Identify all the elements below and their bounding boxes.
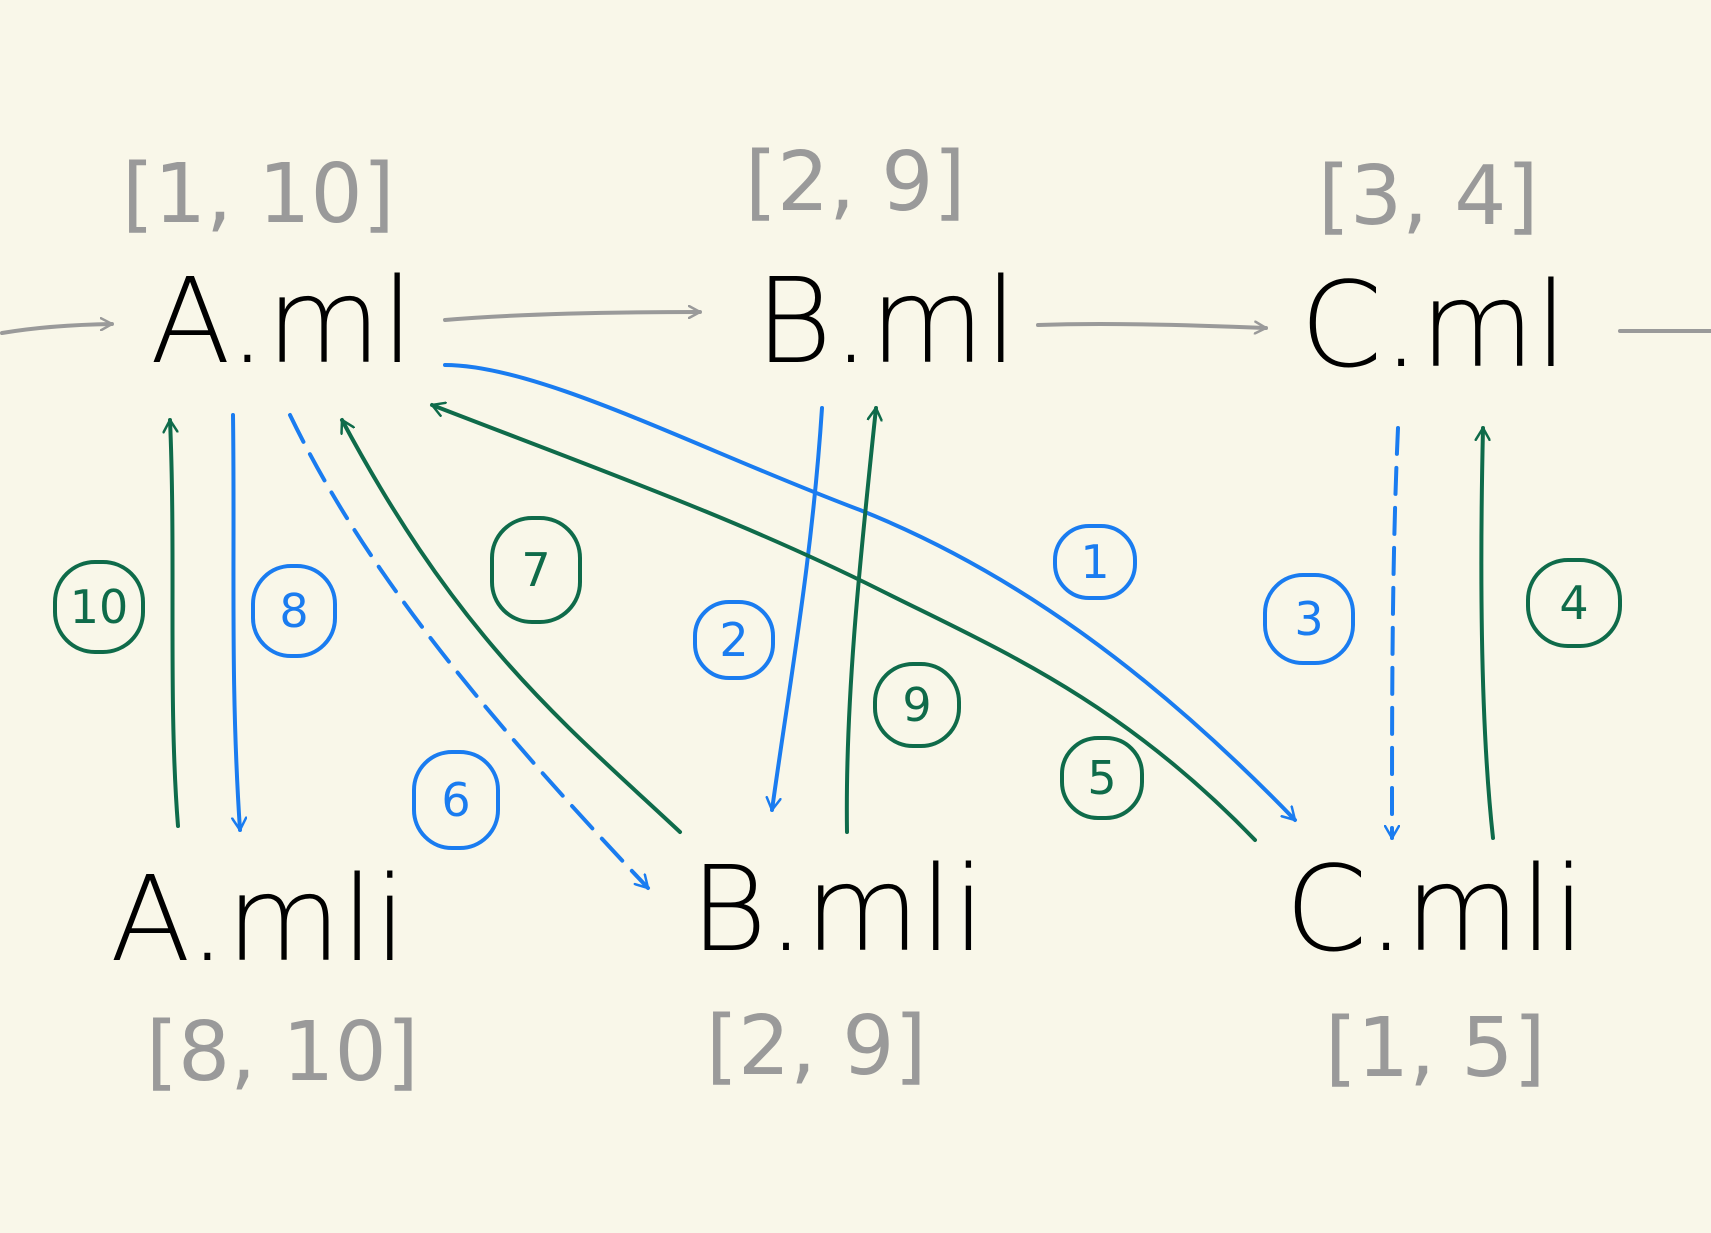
step-arrow-6 [288, 413, 650, 890]
step-bubble-2: 2 [693, 600, 775, 680]
range-b-mli: [2, 9] [706, 999, 926, 1094]
range-labels: [1, 10] [2, 9] [3, 4] [8, 10] [2, 9] [1,… [122, 135, 1545, 1100]
svg-text:9: 9 [902, 678, 931, 732]
nodes: A.ml B.ml C.ml A.mli B.mli C.mli [110, 252, 1585, 988]
step-arrows [170, 363, 1495, 890]
node-c-mli: C.mli [1285, 840, 1585, 978]
step-arrow-4 [1481, 426, 1495, 840]
chain-arrow-in [0, 324, 114, 335]
svg-text:3: 3 [1294, 592, 1323, 646]
chain-arrows [0, 312, 1711, 335]
node-a-ml: A.ml [150, 252, 414, 390]
node-c-ml: C.ml [1300, 256, 1568, 394]
range-a-mli: [8, 10] [146, 1005, 419, 1100]
range-c-ml: [3, 4] [1318, 149, 1538, 244]
step-arrow-10 [170, 418, 180, 828]
svg-text:1: 1 [1080, 535, 1109, 589]
step-bubble-6: 6 [412, 750, 500, 850]
step-arrow-5 [430, 405, 1257, 842]
step-arrow-9 [844, 406, 876, 834]
step-bubble-4: 4 [1526, 558, 1622, 648]
svg-text:6: 6 [441, 773, 470, 827]
svg-text:10: 10 [70, 580, 129, 634]
range-c-mli: [1, 5] [1325, 1001, 1545, 1096]
step-arrow-8 [231, 413, 240, 832]
node-a-mli: A.mli [110, 850, 407, 988]
range-b-ml: [2, 9] [745, 135, 965, 230]
chain-arrow-a-to-b [443, 312, 702, 322]
svg-text:2: 2 [719, 613, 748, 667]
step-bubble-3: 3 [1263, 573, 1355, 665]
svg-text:5: 5 [1087, 751, 1116, 805]
step-bubble-8: 8 [251, 564, 337, 658]
step-arrow-2 [772, 406, 824, 812]
svg-text:4: 4 [1559, 576, 1588, 630]
node-b-ml: B.ml [755, 252, 1018, 390]
chain-arrow-b-to-c [1036, 324, 1268, 328]
step-bubble-5: 5 [1060, 736, 1144, 820]
node-b-mli: B.mli [690, 840, 985, 978]
svg-text:8: 8 [279, 584, 308, 638]
svg-text:7: 7 [521, 543, 550, 597]
step-bubble-1: 1 [1053, 524, 1137, 600]
step-arrow-1 [443, 363, 1297, 822]
step-bubble-9: 9 [873, 662, 961, 748]
step-bubble-10: 10 [53, 560, 145, 654]
range-a-ml: [1, 10] [122, 147, 395, 242]
step-arrow-3 [1392, 426, 1398, 840]
step-bubble-7: 7 [490, 516, 582, 624]
step-bubbles: 1 2 3 4 5 6 7 8 [53, 516, 1622, 850]
step-arrow-7 [340, 418, 682, 834]
